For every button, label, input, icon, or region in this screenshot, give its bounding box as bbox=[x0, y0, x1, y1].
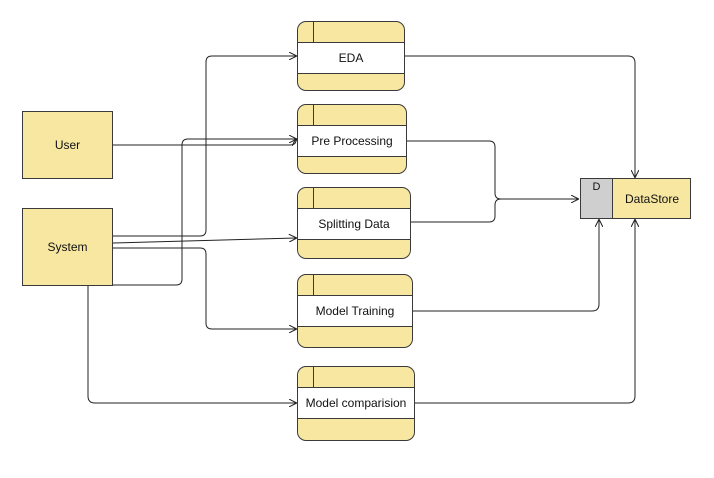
entity-user[interactable]: User bbox=[22, 111, 113, 179]
flow-system-to-splitting bbox=[112, 238, 296, 244]
process-splitting-data-label: Splitting Data bbox=[298, 208, 410, 240]
flow-system-to-eda bbox=[113, 56, 296, 237]
process-eda[interactable]: EDA bbox=[297, 21, 405, 91]
process-tick bbox=[313, 188, 314, 208]
flow-training-to-datastore bbox=[413, 220, 599, 312]
datastore-name: DataStore bbox=[624, 191, 680, 206]
process-tick bbox=[313, 367, 314, 387]
process-model-comparision[interactable]: Model comparision bbox=[297, 366, 415, 441]
flow-eda-to-datastore bbox=[405, 55, 635, 177]
process-tick bbox=[313, 275, 314, 295]
entity-system[interactable]: System bbox=[22, 208, 113, 286]
entity-user-label: User bbox=[54, 138, 81, 152]
process-pre-processing[interactable]: Pre Processing bbox=[297, 104, 407, 174]
process-model-training[interactable]: Model Training bbox=[297, 274, 413, 348]
process-splitting-data[interactable]: Splitting Data bbox=[297, 187, 411, 259]
flow-system-to-training bbox=[113, 247, 296, 329]
process-tick bbox=[313, 105, 314, 125]
flow-system-to-preprocessing bbox=[113, 139, 296, 286]
process-tick bbox=[313, 22, 314, 42]
datastore-id: D bbox=[581, 179, 613, 218]
flow-comparision-to-datastore bbox=[415, 220, 635, 404]
flow-splitting-to-datastore bbox=[411, 198, 502, 223]
entity-system-label: System bbox=[47, 240, 88, 254]
process-eda-label: EDA bbox=[298, 42, 404, 74]
flow-user-to-preprocessing bbox=[113, 139, 296, 145]
flow-preprocessing-to-datastore bbox=[407, 140, 578, 199]
datastore[interactable]: D DataStore bbox=[580, 178, 691, 219]
flow-system-to-comparision bbox=[87, 286, 296, 403]
process-pre-processing-label: Pre Processing bbox=[298, 125, 406, 157]
process-model-comparision-label: Model comparision bbox=[298, 387, 414, 419]
process-model-training-label: Model Training bbox=[298, 295, 412, 327]
